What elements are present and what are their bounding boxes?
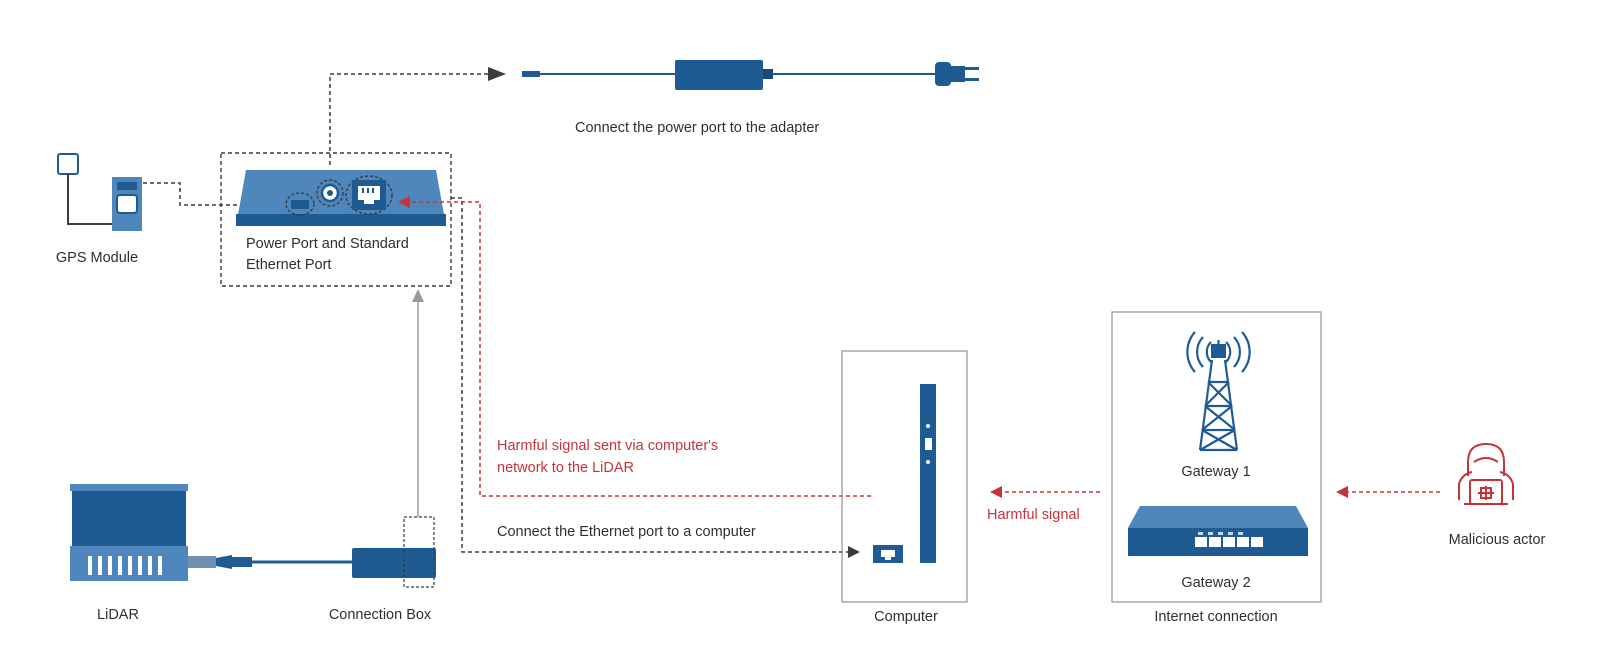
power-adapter-icon [522,60,935,90]
harmful-signal-label: Harmful signal [987,507,1080,523]
malicious-actor-label: Malicious actor [1448,532,1546,548]
power-dashed-connector [329,67,506,165]
cell-tower-icon [1186,331,1251,452]
power-plug-icon [935,62,979,86]
computer-box [841,350,968,603]
gateway2-label: Gateway 2 [1181,575,1251,591]
power-ethernet-label-line2: Ethernet Port [246,257,332,273]
harmful-signal-arrow-to-internet [1336,486,1440,498]
computer-icon [873,384,936,563]
harmful-via-computer-label-line1: Harmful signal sent via computer's [497,438,719,454]
connect-ethernet-label: Connect the Ethernet port to a computer [497,524,756,540]
gateway1-label: Gateway 1 [1181,464,1251,480]
internet-connection-label: Internet connection [1154,609,1278,625]
harmful-signal-path-to-lidar [398,196,871,497]
ethernet-dashed-connector [451,197,860,558]
harmful-via-computer-label-line2: network to the LiDAR [497,460,635,476]
computer-label: Computer [874,609,938,625]
hacker-icon [1458,442,1514,505]
connection-box-icon [352,516,436,588]
gps-module-label: GPS Module [55,250,139,266]
power-ethernet-label-line1: Power Port and Standard [246,236,409,252]
lidar-icon [70,484,188,581]
lidar-cable [188,555,352,569]
power-ethernet-box [220,152,452,287]
power-port-icon [316,179,344,207]
usb-port-icon [285,192,315,216]
connection-box-label: Connection Box [328,607,432,623]
power-adapter-label: Connect the power port to the adapter [575,120,820,136]
lidar-interface-device [236,170,446,226]
harmful-signal-arrow-to-computer [990,486,1100,498]
internet-connection-box [1111,311,1322,603]
ethernet-port-icon [345,175,393,215]
router-icon [1128,506,1308,556]
lidar-label: LiDAR [97,607,139,623]
gps-module-icon [57,153,142,231]
connection-box-upward-arrow [412,289,424,517]
